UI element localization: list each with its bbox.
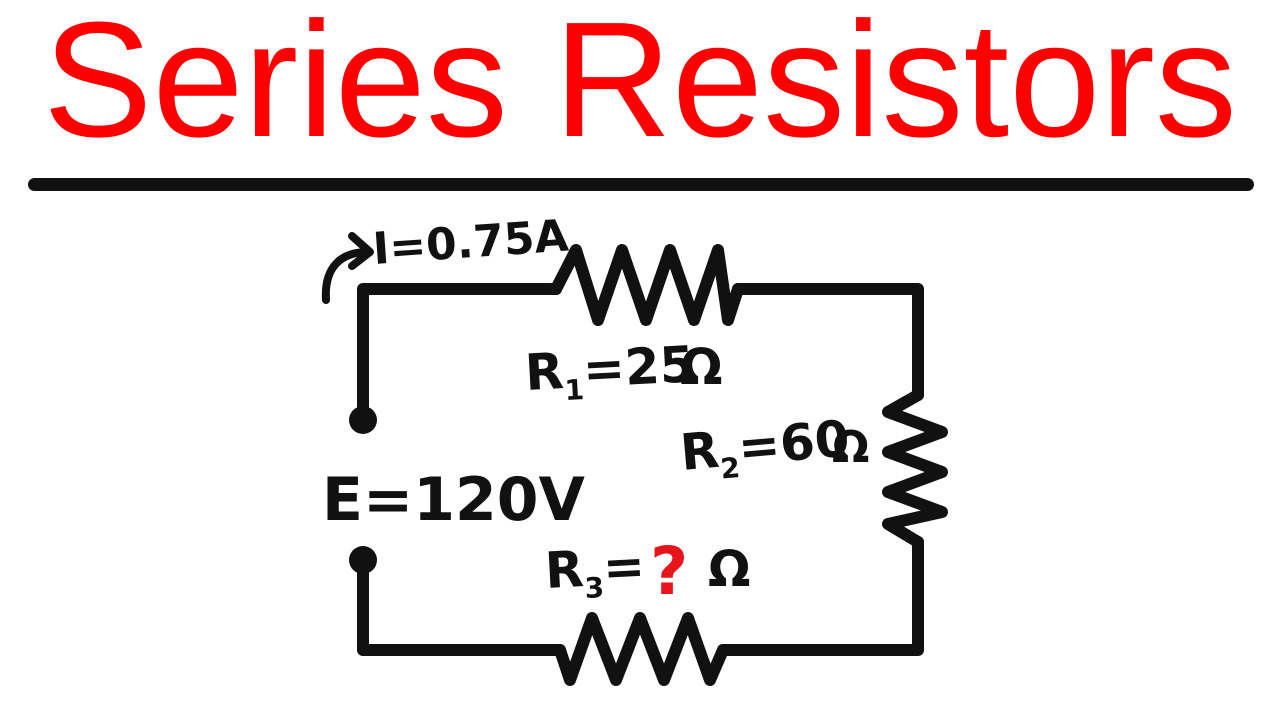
svg-text:R3=: R3= <box>544 537 647 607</box>
svg-text:R2=60: R2=60 <box>678 409 853 489</box>
r2-label-subscript: 2 <box>719 451 741 486</box>
r1-ohm-symbol: Ω <box>680 338 723 396</box>
page-title: Series Resistors <box>43 0 1237 171</box>
r3-label-name: R <box>544 540 585 600</box>
r3-label-equals: = <box>602 537 647 597</box>
r1-label-subscript: 1 <box>564 373 585 407</box>
r1-label-name: R <box>524 342 565 402</box>
r1-label-value: =25 <box>582 335 696 399</box>
source-terminal-negative <box>349 546 377 574</box>
wire-left-lower <box>357 554 566 656</box>
r2-ohm-symbol: Ω <box>832 422 869 473</box>
resistor-r1 <box>550 244 744 326</box>
current-arrow-head <box>348 232 374 270</box>
r3-label-subscript: 3 <box>584 571 605 605</box>
current-arrow <box>321 248 372 304</box>
r3-unknown-value: ? <box>650 533 688 610</box>
source-label: E=120V <box>322 465 586 535</box>
r2-label-value: =60 <box>736 409 852 476</box>
svg-text:R1=25: R1=25 <box>524 335 697 409</box>
wire-left-upper <box>357 283 562 426</box>
resistor-r3 <box>554 612 729 686</box>
wire-bottom-right <box>717 536 924 656</box>
wire-top-right <box>732 283 924 401</box>
r2-label-name: R <box>678 421 721 482</box>
current-label: I=0.75A <box>371 210 570 275</box>
resistor-r2 <box>882 389 948 548</box>
source-terminal-positive <box>349 406 377 434</box>
title-underline <box>28 178 1254 191</box>
r3-ohm-symbol: Ω <box>708 540 751 598</box>
